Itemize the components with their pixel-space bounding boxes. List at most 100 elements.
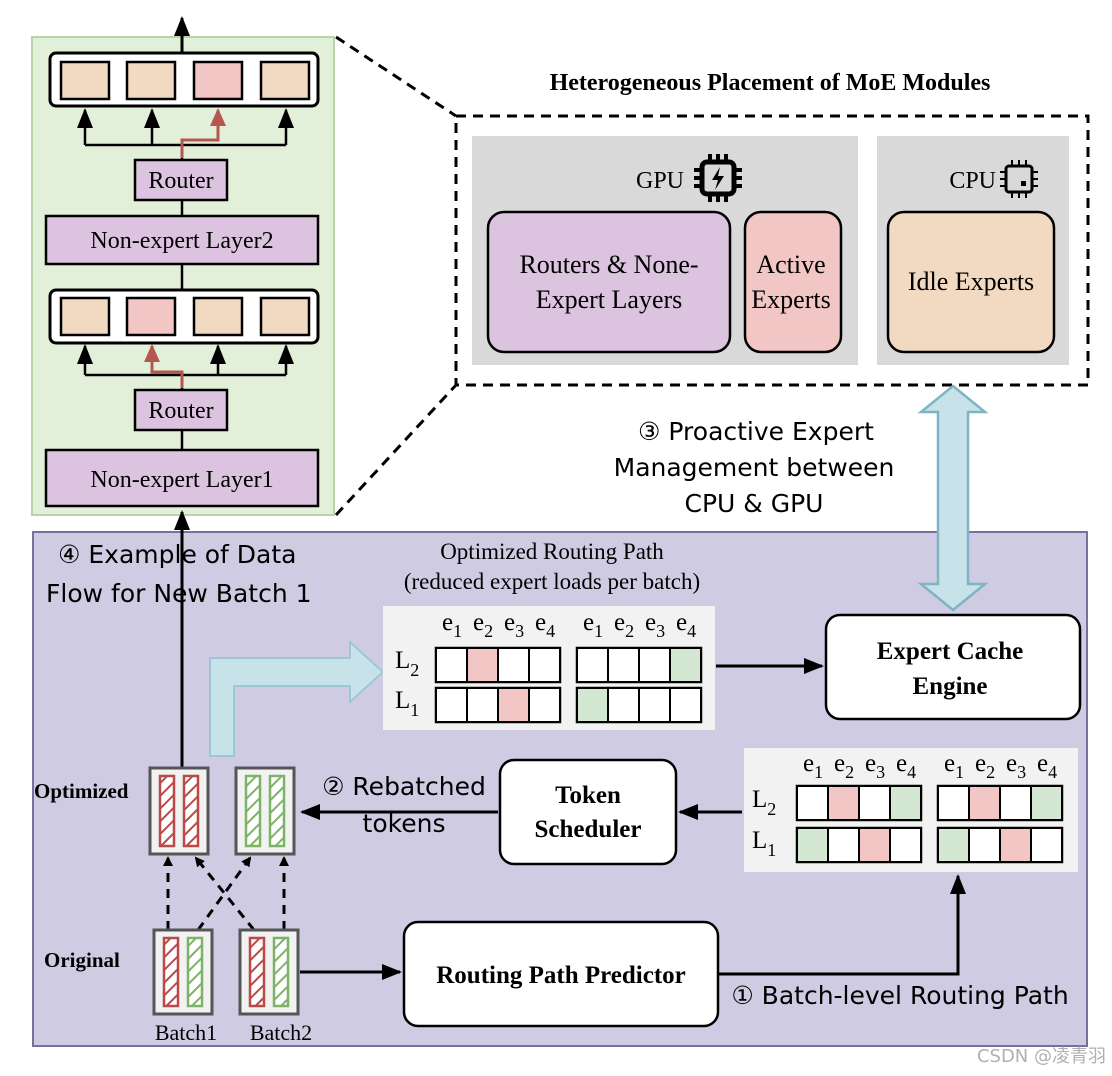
router-bottom-label: Router (148, 398, 213, 424)
batch1-label: Batch1 (155, 1020, 217, 1045)
expert-header: e2 (473, 609, 493, 641)
step3-line3: CPU & GPU (685, 489, 824, 518)
step4-line1: ④ Example of Data (58, 540, 297, 569)
expert-cell (968, 785, 1001, 821)
expert-box (259, 60, 311, 101)
router-bottom-fanout (77, 344, 294, 390)
step3-line1: ③ Proactive Expert (638, 417, 874, 446)
expert-header: e2 (975, 750, 995, 782)
non-expert-layer1-label: Non-expert Layer1 (90, 467, 273, 493)
active-experts-box (743, 210, 843, 354)
optimized-path-title2: (reduced expert loads per batch) (404, 569, 700, 594)
expert-header: e1 (944, 750, 964, 782)
non-expert-layer2-label: Non-expert Layer2 (90, 228, 273, 254)
expert-box (192, 296, 244, 337)
expert-cell (435, 647, 468, 683)
expert-cache-engine-line1: Expert Cache (877, 638, 1024, 665)
routers-nonexpert-line2: Expert Layers (536, 285, 683, 314)
expert-cell (528, 687, 561, 723)
expert-header: e1 (803, 750, 823, 782)
step4-line2: Flow for New Batch 1 (46, 579, 312, 608)
expert-cell (889, 827, 922, 863)
original-batch2 (238, 928, 300, 1016)
step2-line2: tokens (363, 809, 446, 838)
routing-path-predictor-label: Routing Path Predictor (436, 962, 686, 989)
expert-cell (999, 827, 1032, 863)
expert-cell (858, 827, 891, 863)
expert-cell (576, 687, 609, 723)
token-scheduler-line1: Token (555, 782, 621, 809)
expert-box (259, 296, 311, 337)
active-experts-line2: Experts (751, 285, 830, 314)
expert-header: e2 (834, 750, 854, 782)
expert-cell (937, 827, 970, 863)
expert-header: e2 (614, 609, 634, 641)
watermark: CSDN @凌青羽 (977, 1046, 1106, 1067)
layer-label-l2: L2 (395, 647, 419, 680)
cpu-label: CPU (949, 168, 996, 194)
layer-label-l2: L2 (752, 786, 776, 819)
expert-header: e1 (583, 609, 603, 641)
expert-cell (466, 687, 499, 723)
original-batch1 (152, 928, 214, 1016)
gpu-chip-icon (694, 154, 742, 202)
active-experts-line1: Active (756, 250, 825, 279)
expert-cell (576, 647, 609, 683)
expert-header: e4 (1037, 750, 1057, 782)
idle-experts-box (886, 210, 1056, 354)
cpu-chip-icon (1000, 160, 1038, 198)
optimized-path-arrow (209, 639, 385, 757)
predicted-routing-table: e1 e2 e3 e4 e1 e2 e3 e4 L2 L1 (744, 748, 1078, 872)
non-expert-layer2 (44, 214, 320, 266)
router-top-label: Router (148, 168, 213, 194)
optimized-path-title1: Optimized Routing Path (440, 539, 664, 564)
expert-header: e4 (896, 750, 916, 782)
expert-cell (827, 785, 860, 821)
token-scheduler (498, 758, 678, 866)
layer-label-l1: L1 (752, 827, 776, 860)
expert-cache-engine (824, 613, 1082, 721)
expert-box (59, 60, 111, 101)
expert-header: e3 (645, 609, 665, 641)
expert-group-top (48, 51, 320, 108)
token-scheduler-line2: Scheduler (535, 816, 642, 843)
routers-nonexpert-line1: Routers & None- (519, 250, 698, 279)
optimized-batch-green (234, 766, 296, 856)
idle-experts-label: Idle Experts (908, 267, 1034, 296)
expert-box (59, 296, 111, 337)
expert-cell (607, 647, 640, 683)
expert-cell (435, 687, 468, 723)
layer-label-l1: L1 (395, 687, 419, 720)
expert-cell (497, 647, 530, 683)
expert-cell (497, 687, 530, 723)
expert-cell (796, 785, 829, 821)
expert-cell (889, 785, 922, 821)
placement-panel: Heterogeneous Placement of MoE Modules G… (454, 70, 1090, 387)
expert-cell (607, 687, 640, 723)
router-top (133, 158, 229, 202)
left-layer-stack: Router Non-expert Layer2 Router Non-expe… (31, 16, 335, 516)
step2-line1: ② Rebatched (322, 772, 486, 801)
batch2-label: Batch2 (250, 1020, 312, 1045)
expert-cell (796, 827, 829, 863)
expert-cell (858, 785, 891, 821)
expert-cell (638, 647, 671, 683)
expert-box (125, 60, 177, 101)
expert-box-active (125, 296, 177, 337)
expert-cell (669, 647, 702, 683)
expert-header: e3 (1006, 750, 1026, 782)
expert-cell (937, 785, 970, 821)
expert-header: e4 (676, 609, 696, 641)
rebatch-connectors (163, 856, 289, 931)
routers-nonexpert-box (486, 210, 732, 354)
row-label-optimized: Optimized (34, 779, 129, 803)
zoom-connector (335, 35, 457, 118)
cpu-gpu-transfer-arrow (917, 384, 989, 612)
expert-cell (466, 647, 499, 683)
expert-cell (827, 827, 860, 863)
expert-header: e1 (442, 609, 462, 641)
expert-group-bottom (48, 288, 320, 345)
row-label-original: Original (44, 948, 120, 972)
expert-header: e3 (865, 750, 885, 782)
